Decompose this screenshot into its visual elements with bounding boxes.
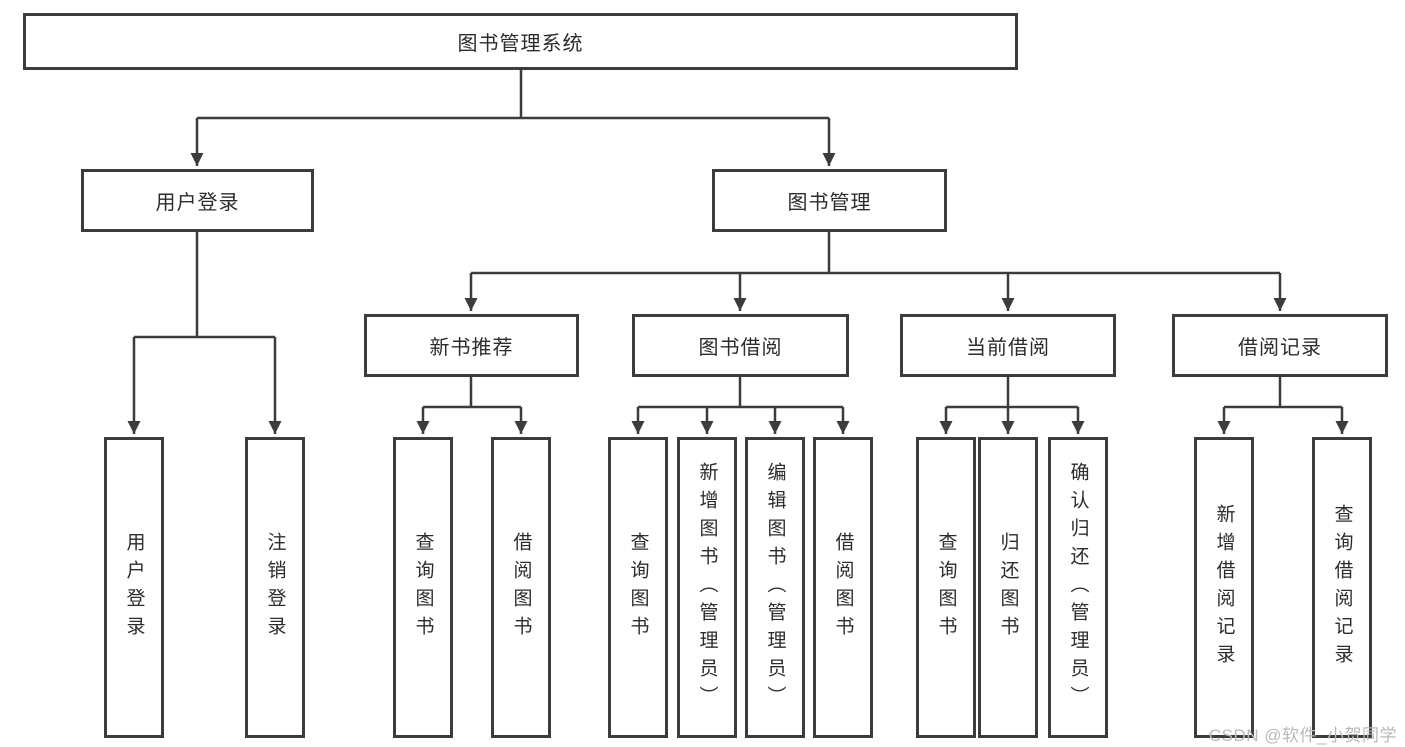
leaf-add-borrow-record: 新增借阅记录 xyxy=(1194,437,1254,738)
node-label: 图书管理系统 xyxy=(457,33,584,55)
node-new-book-recommend: 新书推荐 xyxy=(364,314,579,377)
node-label: 查询借阅记录 xyxy=(1331,503,1353,672)
node-label: 归还图书 xyxy=(997,531,1019,644)
leaf-logout: 注销登录 xyxy=(245,437,305,738)
leaf-borrow-books-recommend: 借阅图书 xyxy=(491,437,551,738)
csdn-watermark: CSDN @软件_小贺同学 xyxy=(1208,726,1397,745)
node-library-management-system: 图书管理系统 xyxy=(23,13,1018,70)
node-label: 新增图书（管理员） xyxy=(696,461,718,714)
node-label: 确认归还（管理员） xyxy=(1067,461,1089,714)
node-book-borrowing: 图书借阅 xyxy=(632,314,849,377)
node-label: 新书推荐 xyxy=(429,337,514,359)
node-label: 注销登录 xyxy=(264,531,286,644)
leaf-query-books-current: 查询图书 xyxy=(916,437,976,738)
node-label: 图书借阅 xyxy=(698,337,783,359)
node-borrowing-records: 借阅记录 xyxy=(1172,314,1388,377)
node-label: 借阅图书 xyxy=(832,531,854,644)
leaf-return-books: 归还图书 xyxy=(978,437,1038,738)
node-label: 借阅图书 xyxy=(510,531,532,644)
leaf-query-books-borrowing: 查询图书 xyxy=(608,437,668,738)
leaf-confirm-return-admin: 确认归还（管理员） xyxy=(1048,437,1108,738)
node-label: 图书管理 xyxy=(787,192,872,214)
leaf-query-borrow-record: 查询借阅记录 xyxy=(1312,437,1372,738)
node-label: 借阅记录 xyxy=(1238,337,1322,359)
node-label: 编辑图书（管理员） xyxy=(764,461,786,714)
leaf-borrow-books-borrowing: 借阅图书 xyxy=(813,437,873,738)
node-label: 用户登录 xyxy=(123,531,145,644)
node-book-management: 图书管理 xyxy=(712,169,947,232)
node-label: 用户登录 xyxy=(155,192,240,214)
node-label: 查询图书 xyxy=(412,531,434,644)
leaf-edit-books-admin: 编辑图书（管理员） xyxy=(745,437,805,738)
node-label: 查询图书 xyxy=(627,531,649,644)
node-user-login: 用户登录 xyxy=(81,169,314,232)
node-label: 当前借阅 xyxy=(966,337,1050,359)
node-label: 查询图书 xyxy=(935,531,957,644)
node-label: 新增借阅记录 xyxy=(1213,503,1235,672)
leaf-query-books-recommend: 查询图书 xyxy=(393,437,453,738)
leaf-user-login: 用户登录 xyxy=(104,437,164,738)
node-current-borrowing: 当前借阅 xyxy=(900,314,1116,377)
leaf-add-books-admin: 新增图书（管理员） xyxy=(677,437,737,738)
